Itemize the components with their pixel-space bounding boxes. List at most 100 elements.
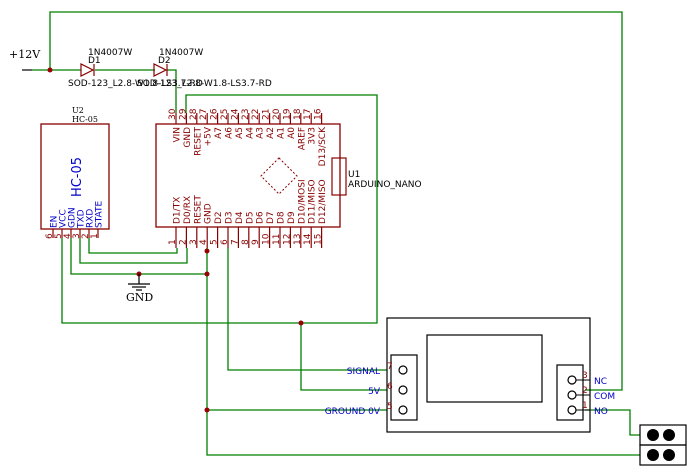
nano-top-pin-number: 17 [303,109,313,120]
arduino-nano: U1 ARDUINO_NANO 30VIN29GND28RESET27+5V26… [155,108,422,248]
nano-bottom-pin-name: D10/MOSI [297,179,307,224]
ground-label: GND [126,291,153,304]
nano-top-pin-number: 24 [230,108,240,120]
nano-top-pin-name: RESET [193,127,203,156]
hc05-pin-number: 2 [81,233,91,239]
wire-nano-gnd4 [206,248,640,456]
hc05-ref: U2 [72,106,84,115]
diode-d1-footprint: SOD-123_L2.8-W1.8-LS3.7-RD [68,79,203,89]
screw-terminal [639,424,687,466]
nano-bottom-pin-number: 5 [210,239,220,245]
nano-top-pin-number: 20 [272,108,282,120]
hc05-pin-number: 5 [54,233,64,239]
hc05-pin-name: VCC [59,209,69,228]
nano-top-pin-name: +5V [204,126,214,146]
nano-bottom-pin-number: 13 [293,234,303,245]
relay-body [386,317,591,433]
nano-top-pin-name: A0 [287,127,297,139]
nano-top-pin-name: A6 [225,127,235,139]
nano-top-pin-number: 27 [199,109,209,120]
relay-output-number: 2 [582,386,588,396]
relay-output-pin [567,390,577,400]
nano-bottom-pin-number: 9 [251,239,261,245]
nano-bottom-pin-number: 11 [272,234,282,245]
terminal-screw [663,449,675,461]
nano-bottom-pin-number: 10 [262,233,272,245]
relay-input-pin [398,385,408,395]
nano-top-pin-number: 28 [189,108,199,120]
wire-rxd-tx [88,238,178,254]
nano-ref: U1 [348,170,360,180]
nano-top-pin-number: 29 [178,108,188,120]
hc05-pin-name: EN [50,216,60,228]
hc05-pin-number: 3 [72,233,82,239]
wire-5v [300,323,387,391]
wire-12v-com [49,11,623,391]
wires [32,11,640,456]
nano-bottom-pin-number: 3 [189,239,199,245]
hc05-body [40,123,110,230]
diode-d2: 1N4007W D2 SOD-123_L2.8-W1.8-LS3.7-RD [137,48,272,89]
hc05-pin-number: 4 [63,233,73,239]
nano-bottom-pin-number: 15 [314,234,324,245]
relay-input-label: SIGNAL [347,367,380,377]
junction-dot [47,67,53,73]
nano-top-pin-number: 23 [241,109,251,120]
nano-bottom-pin-number: 12 [282,234,292,245]
nano-ref-box [331,157,347,196]
relay-output-pin [567,375,577,385]
junction-dot [204,407,210,413]
nano-bottom-pin-name: RESET [193,195,203,224]
hc05-pin-name: TXD [77,209,87,229]
relay-output-label: NO [594,407,608,417]
nano-bottom-pin-name: D11/MISO [308,179,318,224]
hc05-pin-name: RXD [86,209,96,228]
wire-d2-vin [167,69,177,113]
hc05-title: HC-05 [70,157,85,197]
relay-output-number: 3 [582,371,588,381]
nano-chip-icon [260,157,298,195]
wire-txd-rx [79,238,188,264]
wire-no-terminal [585,409,640,436]
nano-bottom-pin-number: 14 [303,233,313,245]
nano-bottom-pin-number: 7 [230,239,240,245]
nano-bottom-pin-number: 8 [241,239,251,245]
wire-signal [227,248,387,371]
relay-input-number: 5 [387,402,393,412]
nano-bottom-pin-name: D0/RX [183,196,193,224]
hc05-name: HC-05 [72,115,98,124]
hc05-pin-number: 6 [45,233,55,239]
power-label: +12V [9,48,41,61]
nano-bottom-pin-number: 1 [168,239,178,245]
hc05-pin-number: 1 [90,233,100,239]
nano-bottom-pin-name: D1/TX [173,197,183,224]
nano-top-pin-name: A4 [245,127,255,139]
relay-input-header [390,354,418,421]
diode-d2-ref: D2 [158,56,171,66]
nano-top-pin-number: 18 [293,108,303,120]
diode-d2-footprint: SOD-123_L2.8-W1.8-LS3.7-RD [137,79,272,89]
junction-dot [298,320,304,326]
relay-input-label: GROUND 0V [325,407,381,417]
nano-top-pin-number: 26 [210,108,220,120]
diode-d1: 1N4007W D1 SOD-123_L2.8-W1.8-LS3.7-RD [68,48,203,89]
nano-bottom-pin-name: D12/MISO [318,179,328,224]
nano-bottom-pin-number: 2 [178,239,188,245]
diode-d1-ref: D1 [88,56,101,66]
nano-bottom-pin-name: D5 [245,211,255,224]
nano-top-pin-name: A2 [266,127,276,139]
diode-d2-value: 1N4007W [159,48,203,58]
nano-top-pin-name: GND [183,127,193,148]
hc05-pin-name: GDN [68,207,78,228]
nano-bottom-pin-name: GND [204,203,214,224]
wire-nano-gnd29 [61,94,378,324]
nano-top-pin-name: A3 [256,127,266,139]
nano-bottom-pin-number: 4 [199,239,209,245]
diode-d1-value: 1N4007W [88,48,132,58]
nano-top-pin-name: D13/SCK [318,126,328,166]
junction-dot [204,271,210,277]
relay-input-number: 7 [387,362,393,372]
relay-output-label: NC [594,377,607,387]
